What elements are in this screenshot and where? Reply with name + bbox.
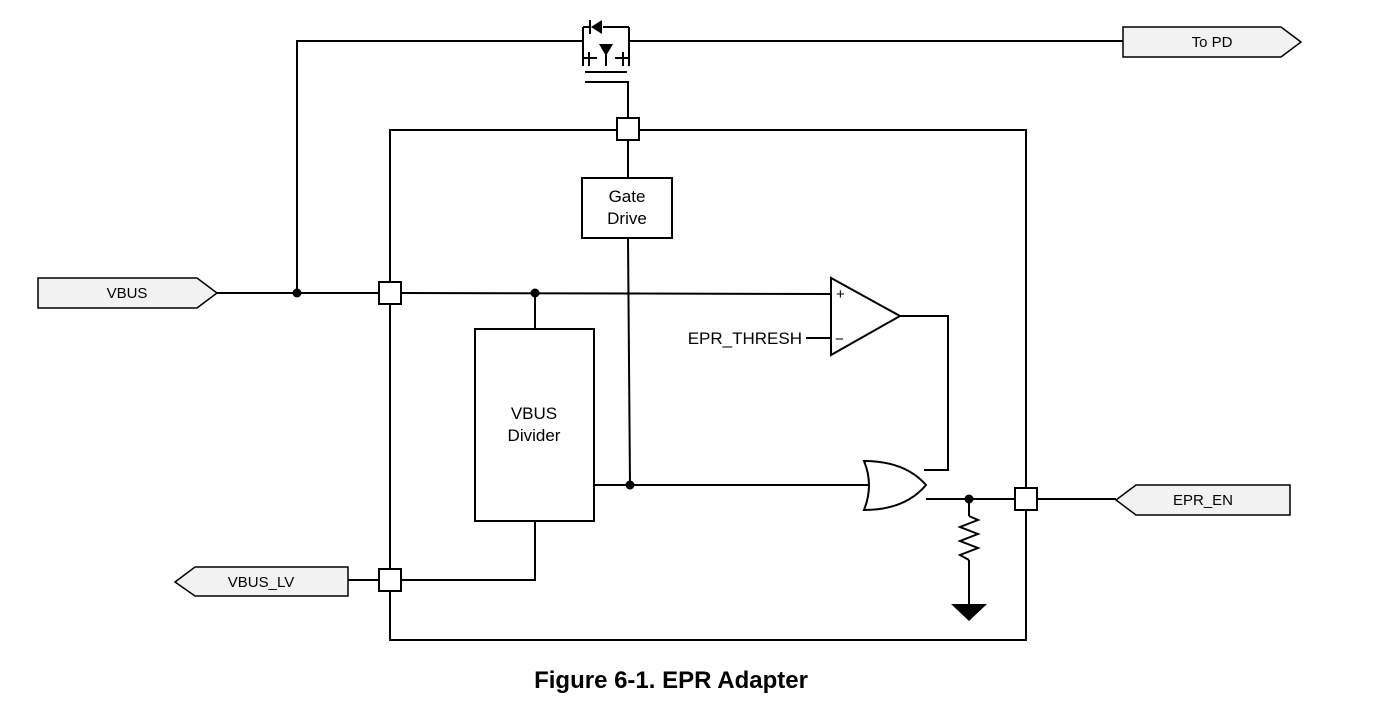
divider-label-2: Divider — [508, 426, 561, 445]
junction-dot — [292, 288, 302, 298]
boundary-pad-epr-en — [1014, 487, 1038, 511]
boundary-pad-vbus-lv — [378, 568, 402, 592]
figure-caption: Figure 6-1. EPR Adapter — [534, 667, 808, 694]
divider-label-1: VBUS — [511, 404, 557, 423]
comparator-icon: + − — [830, 276, 903, 357]
epr-thresh-label: EPR_THRESH — [688, 329, 802, 348]
port-vbus-lv: VBUS_LV — [173, 566, 349, 597]
port-vbus-lv-label: VBUS_LV — [228, 574, 294, 591]
port-epr-en: EPR_EN — [1114, 484, 1291, 516]
port-to-pd-label: To PD — [1192, 34, 1233, 51]
junction-dot — [530, 288, 540, 298]
boundary-pad-gate — [616, 117, 640, 141]
gate-drive-block: Gate Drive — [581, 177, 673, 239]
vbus-divider-block: VBUS Divider — [474, 328, 595, 522]
port-to-pd: To PD — [1122, 26, 1303, 58]
junction-dot — [625, 480, 635, 490]
junction-dot — [964, 494, 974, 504]
gate-drive-label-2: Drive — [607, 209, 647, 228]
resistor-icon — [957, 515, 981, 561]
wires — [217, 40, 1123, 641]
comparator-plus: + — [836, 286, 845, 303]
boundary-pad-vbus — [378, 281, 402, 305]
pmos-transistor-icon — [582, 20, 630, 73]
port-vbus-label: VBUS — [107, 285, 148, 302]
port-vbus: VBUS — [37, 277, 219, 309]
or-gate-icon — [862, 459, 928, 512]
gate-drive-label-1: Gate — [609, 187, 646, 206]
ground-icon — [951, 604, 987, 621]
port-epr-en-label: EPR_EN — [1173, 492, 1233, 509]
comparator-minus: − — [835, 331, 844, 348]
